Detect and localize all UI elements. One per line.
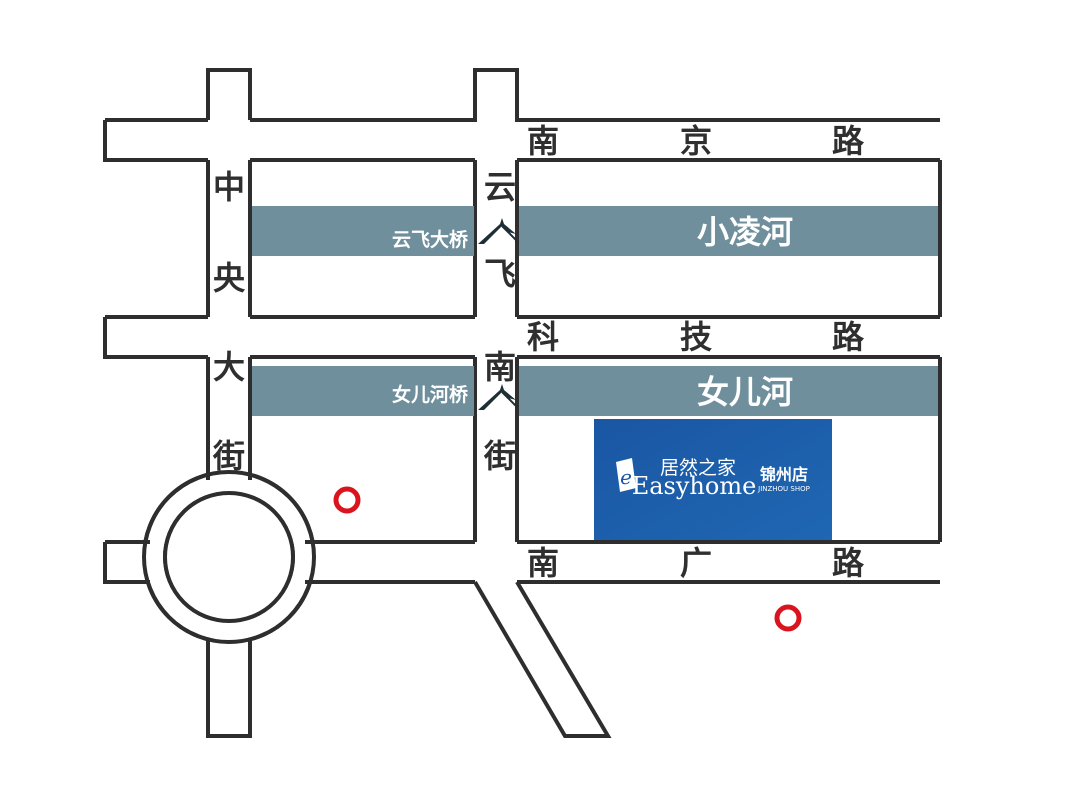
nanguang-road-char: 南: [527, 544, 559, 582]
nuer-river-west: [252, 366, 474, 416]
nanjing-road-char: 南: [527, 122, 559, 160]
road-outline-nanjing: [103, 68, 940, 162]
yunfei-street-char: 飞: [484, 255, 516, 293]
easyhome-logo-icon: e: [616, 458, 636, 492]
store-branch-en: JINZHOU SHOP: [757, 485, 810, 493]
zhongyang-street-char: 中: [213, 168, 245, 206]
zhongyang-street-char: 大: [213, 348, 245, 386]
svg-text:e: e: [620, 465, 632, 489]
keji-road-char: 路: [832, 318, 865, 356]
store-brand-en: Easyhome: [632, 472, 757, 500]
zhongyang-street-char: 央: [213, 259, 246, 297]
nuer-river-east: [519, 366, 938, 416]
roundabout-cutouts: [107, 470, 344, 650]
yunfei-street-char: 街: [483, 437, 516, 475]
xiaoling-river-east: [519, 206, 938, 256]
nanguang-road-char: 路: [832, 544, 865, 582]
keji-road-char: 技: [680, 318, 712, 356]
nuer-river-label: 女儿河: [697, 373, 793, 411]
xiaoling-river-label: 小凌河: [697, 213, 793, 251]
store-block[interactable]: e 居然之家 Easyhome 锦州店 JINZHOU SHOP: [594, 419, 832, 540]
road-outline-diagonal: [473, 580, 612, 738]
yunfei-street-char: 南: [484, 348, 516, 386]
rivers: [252, 206, 938, 416]
nanguang-road-char: 广: [680, 544, 712, 582]
roundabout-edges: [105, 360, 475, 738]
bridge-icon: [478, 384, 519, 410]
bridge-icon: [478, 218, 519, 244]
road-outline-north-west: [206, 68, 252, 120]
xiaoling-river-west: [252, 206, 474, 256]
nanjing-road-char: 京: [680, 122, 712, 160]
location-marker-icon: [774, 604, 802, 632]
zhongyang-street-char: 街: [212, 437, 245, 475]
keji-road-char: 科: [527, 318, 559, 356]
nanjing-road-char: 路: [832, 122, 865, 160]
yunfei-street-char: 云: [484, 168, 516, 206]
location-marker-icon: [333, 486, 361, 514]
store-branch-cn: 锦州店: [760, 465, 808, 484]
road-outline-keji: [103, 315, 940, 359]
nuer-bridge-label: 女儿河桥: [392, 383, 469, 406]
yunfei-bridge-label: 云飞大桥: [392, 228, 469, 251]
store-brand-cn: 居然之家: [660, 457, 736, 479]
